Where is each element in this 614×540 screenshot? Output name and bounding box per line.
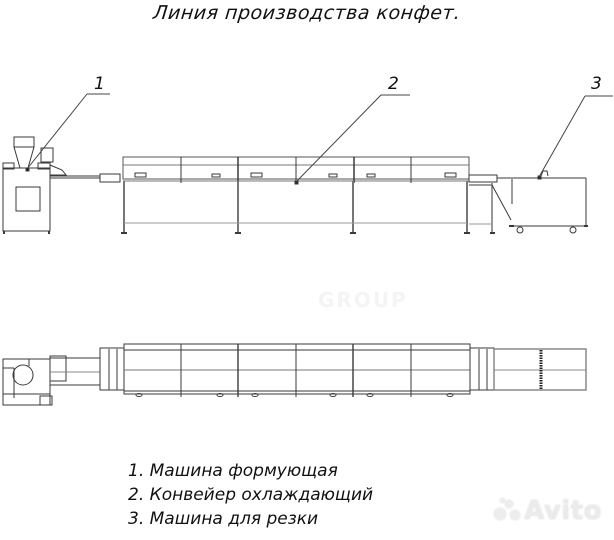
side-view [2, 136, 588, 234]
plan-view [2, 343, 587, 406]
avito-wordmark: Avito [524, 496, 602, 526]
forming-machine-plan [2, 355, 100, 406]
cooling-conveyor-side [121, 156, 498, 234]
avito-logo-icon [492, 498, 522, 524]
watermark-faint-text: GROUP [318, 288, 408, 312]
cutting-machine-side [491, 170, 588, 234]
callout-1: 1 [94, 74, 105, 94]
legend-item-1: 1. Машина формующая [128, 461, 338, 481]
legend-item-3: 3. Машина для резки [128, 509, 319, 529]
cutting-machine-plan [493, 348, 587, 391]
legend-item-2: 2. Конвейер охлаждающий [128, 485, 374, 505]
callout-leaders [25, 93, 613, 183]
legend: 1. Машина формующая 2. Конвейер охлаждаю… [128, 459, 373, 531]
callout-2: 2 [388, 74, 399, 94]
callout-3: 3 [591, 74, 602, 94]
forming-machine-side [2, 136, 121, 234]
cooling-conveyor-plan [99, 343, 495, 397]
avito-watermark: Avito [492, 496, 602, 526]
